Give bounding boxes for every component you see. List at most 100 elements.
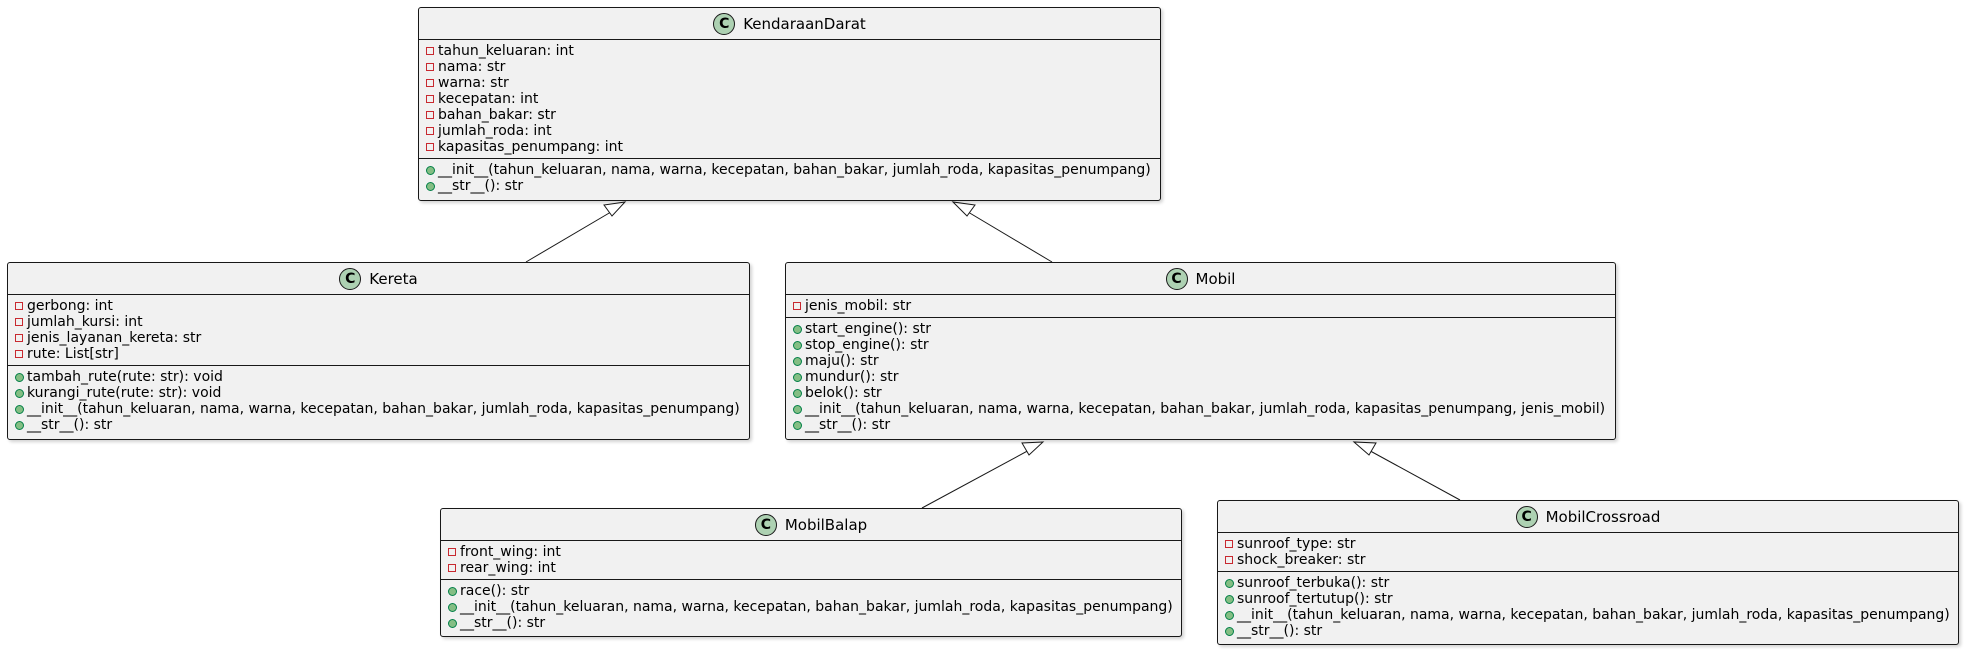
method-text: __init__(tahun_keluaran, nama, warna, ke…: [460, 599, 1173, 615]
method-text: sunroof_tertutup(): str: [1237, 591, 1393, 607]
method-row: __init__(tahun_keluaran, nama, warna, ke…: [1225, 607, 1958, 623]
attribute-row: shock_breaker: str: [1225, 552, 1958, 568]
class-name: Kereta: [369, 269, 418, 288]
method-text: __str__(): str: [1237, 623, 1323, 639]
method-text: race(): str: [460, 583, 530, 599]
method-text: __init__(tahun_keluaran, nama, warna, ke…: [805, 401, 1606, 417]
private-visibility-icon: [426, 127, 438, 135]
class-name: MobilCrossroad: [1545, 507, 1661, 526]
public-visibility-icon: [1225, 594, 1237, 604]
attribute-row: kecepatan: int: [426, 91, 1160, 107]
class-header: C Kereta: [8, 263, 749, 295]
private-visibility-icon: [426, 95, 438, 103]
attribute-text: warna: str: [438, 75, 509, 91]
private-visibility-icon: [15, 334, 27, 342]
method-row: __str__(): str: [793, 417, 1615, 433]
public-visibility-icon: [1225, 626, 1237, 636]
method-text: belok(): str: [805, 385, 882, 401]
class-name: Mobil: [1195, 269, 1236, 288]
class-icon: C: [339, 267, 362, 290]
public-visibility-icon: [448, 602, 460, 612]
public-visibility-icon: [15, 420, 27, 430]
method-row: __str__(): str: [448, 615, 1181, 631]
private-visibility-icon: [1225, 540, 1237, 548]
method-row: __str__(): str: [1225, 623, 1958, 639]
generalization-arrow: [951, 201, 976, 217]
public-visibility-icon: [426, 181, 438, 191]
private-visibility-icon: [15, 318, 27, 326]
methods-section: __init__(tahun_keluaran, nama, warna, ke…: [419, 158, 1160, 197]
public-visibility-icon: [15, 388, 27, 398]
methods-section: race(): str__init__(tahun_keluaran, nama…: [441, 579, 1181, 634]
attribute-text: rute: List[str]: [27, 346, 119, 362]
attribute-text: bahan_bakar: str: [438, 107, 556, 123]
method-text: __init__(tahun_keluaran, nama, warna, ke…: [1237, 607, 1950, 623]
class-mobil[interactable]: C Mobil jenis_mobil: str start_engine(): st…: [785, 262, 1616, 440]
attribute-row: kapasitas_penumpang: int: [426, 139, 1160, 155]
private-visibility-icon: [1225, 556, 1237, 564]
attribute-row: nama: str: [426, 59, 1160, 75]
attribute-row: sunroof_type: str: [1225, 536, 1958, 552]
method-row: race(): str: [448, 583, 1181, 599]
public-visibility-icon: [15, 372, 27, 382]
generalization-arrow: [1021, 441, 1045, 456]
method-text: __str__(): str: [805, 417, 891, 433]
edge-kereta-kendaraandarat: [525, 208, 617, 263]
edge-mobilbalap-mobil: [921, 447, 1034, 509]
private-visibility-icon: [426, 143, 438, 151]
attribute-row: warna: str: [426, 75, 1160, 91]
public-visibility-icon: [15, 404, 27, 414]
attribute-text: rear_wing: int: [460, 560, 556, 576]
attribute-row: jenis_mobil: str: [793, 298, 1615, 314]
method-text: __str__(): str: [27, 417, 113, 433]
public-visibility-icon: [793, 372, 805, 382]
class-icon: C: [1165, 267, 1188, 290]
attribute-text: jenis_layanan_kereta: str: [27, 330, 202, 346]
method-text: mundur(): str: [805, 369, 899, 385]
method-row: __str__(): str: [15, 417, 749, 433]
private-visibility-icon: [426, 63, 438, 71]
attribute-row: bahan_bakar: str: [426, 107, 1160, 123]
method-text: __init__(tahun_keluaran, nama, warna, ke…: [27, 401, 740, 417]
method-text: __str__(): str: [460, 615, 546, 631]
attribute-text: tahun_keluaran: int: [438, 43, 574, 59]
private-visibility-icon: [15, 302, 27, 310]
public-visibility-icon: [793, 388, 805, 398]
method-row: stop_engine(): str: [793, 337, 1615, 353]
attribute-text: front_wing: int: [460, 544, 561, 560]
method-row: kurangi_rute(rute: str): void: [15, 385, 749, 401]
attribute-row: gerbong: int: [15, 298, 749, 314]
attribute-text: gerbong: int: [27, 298, 113, 314]
attribute-text: kapasitas_penumpang: int: [438, 139, 623, 155]
public-visibility-icon: [793, 356, 805, 366]
public-visibility-icon: [448, 586, 460, 596]
attribute-text: shock_breaker: str: [1237, 552, 1366, 568]
method-row: tambah_rute(rute: str): void: [15, 369, 749, 385]
attribute-row: rear_wing: int: [448, 560, 1181, 576]
class-header: C Mobil: [786, 263, 1615, 295]
public-visibility-icon: [793, 324, 805, 334]
private-visibility-icon: [448, 548, 460, 556]
method-row: __init__(tahun_keluaran, nama, warna, ke…: [15, 401, 749, 417]
edge-mobil-kendaraandarat: [962, 208, 1053, 263]
public-visibility-icon: [793, 340, 805, 350]
method-row: __init__(tahun_keluaran, nama, warna, ke…: [793, 401, 1615, 417]
generalization-arrow: [1352, 441, 1377, 456]
method-row: sunroof_tertutup(): str: [1225, 591, 1958, 607]
private-visibility-icon: [448, 564, 460, 572]
method-row: belok(): str: [793, 385, 1615, 401]
class-name: KendaraanDarat: [743, 14, 866, 33]
private-visibility-icon: [793, 302, 805, 310]
private-visibility-icon: [426, 111, 438, 119]
